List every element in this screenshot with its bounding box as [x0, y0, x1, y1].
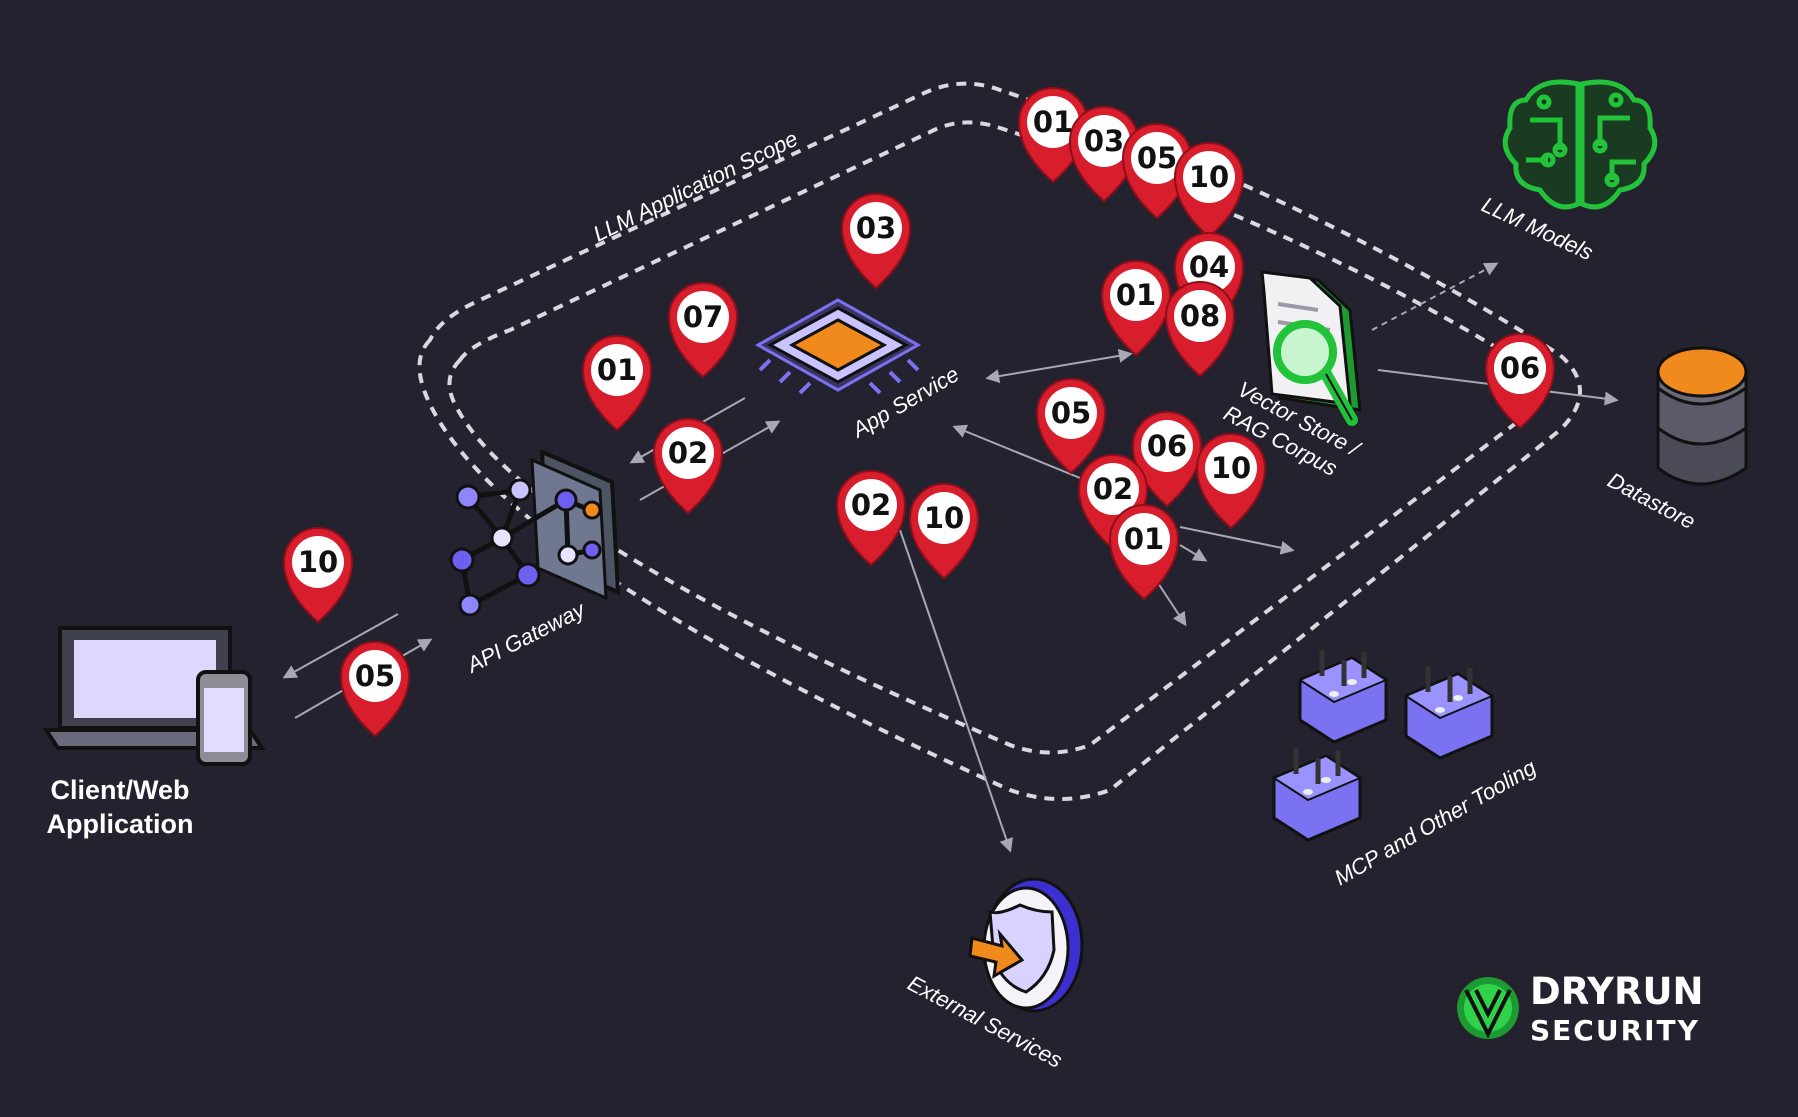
pin-face	[292, 536, 344, 588]
database-icon	[1656, 346, 1748, 486]
risk-pin: 01	[1100, 260, 1172, 357]
risk-pin: 10	[1173, 142, 1245, 239]
pin-number: 02	[668, 436, 708, 470]
pin-face	[662, 427, 714, 479]
risk-pin: 05	[339, 641, 411, 738]
risk-pin: 01	[1108, 504, 1180, 601]
risk-pin: 05	[1121, 123, 1193, 220]
pin-number: 05	[355, 659, 395, 693]
risk-pin: 01	[581, 335, 653, 432]
pin-face	[1174, 290, 1226, 342]
pin-number: 01	[1033, 105, 1073, 139]
pin-number: 10	[298, 545, 338, 579]
pin-face	[1118, 513, 1170, 565]
risk-pin: 10	[908, 483, 980, 580]
client-label-line2: Application	[47, 809, 194, 839]
scope-boundary-outer	[417, 81, 1582, 801]
risk-pin: 02	[835, 470, 907, 567]
brand-name: DRYRUN	[1530, 970, 1703, 1013]
pin-number: 04	[1189, 250, 1229, 284]
pin-face	[1205, 442, 1257, 494]
pin-number: 01	[1116, 278, 1156, 312]
document-search-icon	[1260, 270, 1362, 426]
pin-face	[850, 202, 902, 254]
pin-number: 05	[1051, 396, 1091, 430]
pin-number: 02	[1093, 472, 1133, 506]
pin-number: 10	[924, 501, 964, 535]
pin-face	[1087, 463, 1139, 515]
risk-pin: 03	[840, 193, 912, 290]
client-label-line1: Client/Web	[50, 775, 189, 805]
brand-subtitle: SECURITY	[1530, 1014, 1700, 1047]
pin-face	[1131, 132, 1183, 184]
pin-face	[677, 291, 729, 343]
pin-face	[845, 479, 897, 531]
network-gateway-icon	[449, 448, 621, 617]
pin-number: 03	[1084, 124, 1124, 158]
risk-pin: 06	[1484, 333, 1556, 430]
pin-number: 10	[1211, 451, 1251, 485]
risk-pin: 05	[1035, 378, 1107, 475]
pin-number: 06	[1500, 351, 1540, 385]
pin-face	[918, 492, 970, 544]
tooling-label: MCP and Other Tooling	[1330, 754, 1541, 890]
pin-face	[1078, 115, 1130, 167]
risk-pin: 07	[667, 282, 739, 379]
cpu-chip-icon	[754, 298, 922, 395]
pin-face	[1110, 269, 1162, 321]
pin-face	[349, 650, 401, 702]
pin-face	[1045, 387, 1097, 439]
risk-pin: 10	[282, 527, 354, 624]
risk-pin: 01	[1017, 87, 1089, 184]
pin-number: 01	[1124, 522, 1164, 556]
pin-number: 01	[597, 353, 637, 387]
pin-face	[1494, 342, 1546, 394]
scope-label: LLM Application Scope	[589, 126, 801, 247]
pin-number: 07	[683, 300, 723, 334]
pin-number: 10	[1189, 160, 1229, 194]
pin-number: 08	[1180, 299, 1220, 333]
brain-circuit-icon	[1502, 79, 1658, 210]
pin-face	[1183, 151, 1235, 203]
risk-pin: 02	[652, 418, 724, 515]
pin-number: 06	[1147, 429, 1187, 463]
pin-face	[1141, 420, 1193, 472]
shield-arrow-icon	[968, 877, 1084, 1013]
risk-pin: 08	[1164, 281, 1236, 378]
risk-pins: 10 05 01 07 02 03 02 10 01 03 05 10 04 01 08 05 06 10 02 01…	[282, 87, 1556, 738]
pin-face	[591, 344, 643, 396]
pin-face	[1027, 96, 1079, 148]
dryrun-logo-icon	[1457, 977, 1519, 1039]
tool-block-icon	[1271, 650, 1495, 842]
risk-pin: 06	[1131, 411, 1203, 508]
risk-pin: 10	[1195, 433, 1267, 530]
pin-number: 02	[851, 488, 891, 522]
pin-number: 03	[856, 211, 896, 245]
risk-pin: 03	[1068, 106, 1140, 203]
pin-face	[1183, 241, 1235, 293]
pin-number: 05	[1137, 141, 1177, 175]
laptop-phone-icon	[42, 626, 266, 766]
